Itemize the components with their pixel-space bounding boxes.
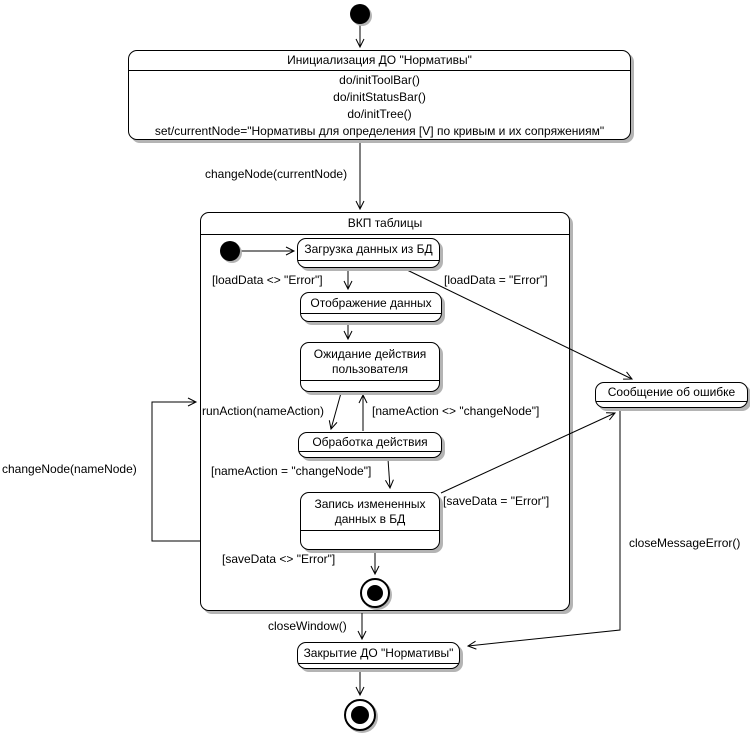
state-actions: do/initToolBar() do/initStatusBar() do/i… [129,71,630,139]
final-state-node [344,699,376,731]
state-title: Запись измененных данных в БД [301,493,439,531]
edge-vkp-selfloop [151,397,201,542]
action-init-toolbar: do/initToolBar() [339,72,420,87]
state-error-message: Сообщение об ошибке [595,382,748,408]
state-title: Закрытие ДО "Нормативы" [298,643,459,664]
label-close-message-error: closeMessageError() [629,536,741,550]
action-set-current-node: set/currentNode="Нормативы для определен… [154,123,605,138]
label-save-error: [saveData = "Error"] [443,494,550,508]
inner-initial-state-node [220,241,240,261]
label-name-action-neq: [nameAction <> "changeNode"] [372,404,540,418]
label-load-error: [loadData = "Error"] [444,273,548,287]
label-load-ok: [loadData <> "Error"] [212,273,323,287]
label-close-window: closeWindow() [268,619,347,633]
action-init-tree: do/initTree() [347,106,412,121]
state-title: Обработка действия [299,433,441,452]
state-title: ВКП таблицы [201,213,569,235]
initial-state-node [350,4,370,24]
label-change-node-name: changeNode(nameNode) [2,462,137,476]
state-close-do: Закрытие ДО "Нормативы" [297,642,460,669]
state-title: Отображение данных [301,293,441,314]
label-run-action: runAction(nameAction) [202,404,325,418]
state-title: Загрузка данных из БД [298,239,439,261]
inner-final-state-node [360,578,390,608]
state-wait-user-action: Ожидание действия пользователя [300,342,440,392]
label-change-node-current: changeNode(currentNode) [205,167,348,181]
state-title: Ожидание действия пользователя [301,343,439,381]
state-save-data: Запись измененных данных в БД [300,492,440,550]
label-save-ok: [saveData <> "Error"] [222,552,336,566]
state-title: Инициализация ДО "Нормативы" [129,51,630,71]
state-load-data: Загрузка данных из БД [297,238,440,268]
label-name-action-eq: [nameAction = "changeNode"] [211,464,372,478]
action-init-statusbar: do/initStatusBar() [333,89,426,104]
state-title: Сообщение об ошибке [596,383,747,402]
state-init-do: Инициализация ДО "Нормативы" do/initTool… [128,50,631,140]
state-display-data: Отображение данных [300,292,442,322]
state-process-action: Обработка действия [298,432,442,458]
